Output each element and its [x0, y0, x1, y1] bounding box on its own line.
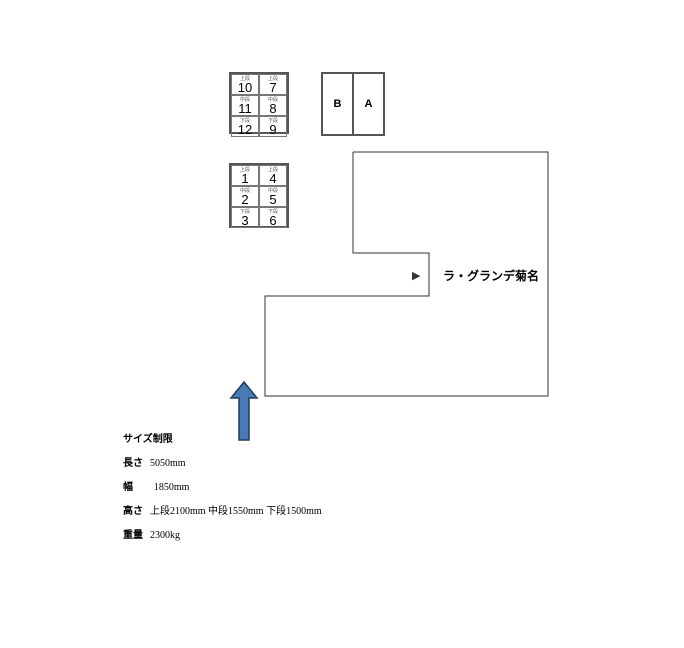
- spec-width: 幅 1850mm: [123, 478, 189, 493]
- space-number: 6: [269, 213, 277, 228]
- tier-label: 中段: [239, 188, 250, 194]
- parking-grid-upper: 上段 10 上段 7 中段 11 中段 8 下段 12 下段 9: [229, 72, 289, 137]
- building-name: ラ・グランデ菊名: [443, 269, 540, 283]
- space-number: 5: [269, 192, 277, 207]
- tier-label: 中段: [239, 97, 250, 103]
- parking-cell: 上段 10: [231, 74, 259, 95]
- tier-label: 下段: [239, 118, 250, 124]
- up-arrow-icon: [229, 380, 259, 441]
- parking-cell: 下段 6: [259, 207, 287, 228]
- tier-label: 中段: [267, 97, 278, 103]
- spec-length: 長さ 5050mm: [123, 454, 186, 469]
- spec-height-label: 高さ: [123, 506, 143, 517]
- parking-cell: 中段 11: [231, 95, 259, 116]
- spec-length-label: 長さ: [123, 458, 143, 469]
- spec-length-value: 5050mm: [149, 458, 186, 469]
- slot-a: A: [352, 74, 383, 134]
- space-number: 11: [238, 101, 252, 116]
- spec-width-label: 幅: [123, 482, 133, 493]
- space-number: 3: [241, 213, 249, 228]
- parking-cell: 下段 3: [231, 207, 259, 228]
- space-number: 12: [237, 122, 253, 137]
- space-number: 10: [237, 80, 253, 95]
- slot-b: B: [333, 98, 342, 110]
- parking-cell: 上段 1: [231, 165, 259, 186]
- spec-weight: 重量 2300kg: [123, 526, 180, 541]
- tier-label: 上段: [239, 76, 250, 82]
- tier-label: 下段: [267, 118, 278, 124]
- spec-height: 高さ 上段2100mm 中段1550mm 下段1500mm: [123, 502, 322, 517]
- parking-cell: 中段 2: [231, 186, 259, 207]
- tier-label: 中段: [267, 188, 278, 194]
- space-number: 4: [269, 171, 277, 186]
- space-number: 9: [269, 122, 277, 137]
- space-number: 1: [241, 171, 249, 186]
- building-marker-icon: ▶: [412, 269, 421, 282]
- specs-title: サイズ制限: [123, 434, 173, 445]
- parking-cell: 中段 5: [259, 186, 287, 207]
- space-number: 7: [269, 80, 277, 95]
- spec-height-value: 上段2100mm 中段1550mm 下段1500mm: [149, 506, 322, 517]
- tier-label: 上段: [267, 76, 278, 82]
- spec-weight-value: 2300kg: [149, 530, 180, 541]
- parking-cell: 中段 8: [259, 95, 287, 116]
- tier-label: 下段: [239, 209, 250, 215]
- parking-slots-ab: B A: [321, 72, 385, 136]
- space-number: 8: [269, 101, 277, 116]
- space-number: 2: [241, 192, 249, 207]
- parking-cell: 上段 7: [259, 74, 287, 95]
- parking-cell: 下段 12: [231, 116, 259, 137]
- tier-label: 上段: [267, 167, 278, 173]
- tier-label: 下段: [267, 209, 278, 215]
- parking-grid-lower: 上段 1 上段 4 中段 2 中段 5 下段 3 下段 6: [229, 163, 289, 228]
- spec-width-value: 1850mm: [153, 482, 190, 493]
- building-outline-path: [264, 151, 549, 397]
- spec-weight-label: 重量: [123, 530, 143, 541]
- tier-label: 上段: [239, 167, 250, 173]
- parking-cell: 上段 4: [259, 165, 287, 186]
- parking-cell: 下段 9: [259, 116, 287, 137]
